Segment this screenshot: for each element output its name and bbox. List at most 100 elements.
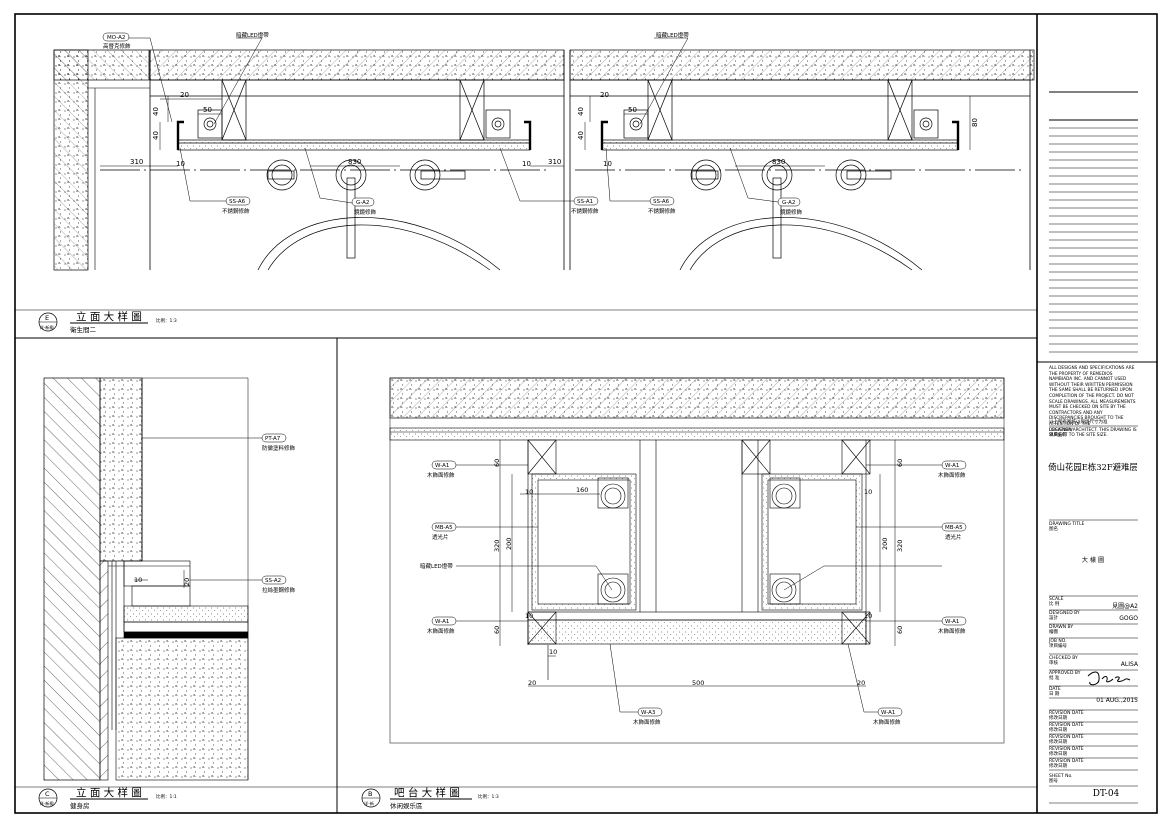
dim-830-left: 830 [348, 158, 361, 166]
dim-r-320-l: 320 [493, 540, 501, 552]
dim-r-10-e: 10 [549, 648, 557, 656]
dim-40-b: 40 [152, 131, 160, 140]
top-marker-letter: E [45, 314, 49, 322]
top-marker-sub: 详-新柳 [40, 324, 54, 331]
callout-w-a3-code: W-A3 [641, 710, 656, 716]
dim-r-20-a: 20 [528, 679, 536, 687]
dim-r-10-d: 10 [864, 612, 872, 620]
callout-w-a1-rt-text: 木飾面修飾 [938, 471, 966, 479]
top-view-title: 立 面 大 样 圖 [76, 310, 142, 323]
tb-date-label: DATE [1049, 687, 1061, 692]
left-marker-sub: 详-新柳 [40, 800, 54, 807]
dim-left-20: 20 [183, 578, 191, 586]
dim-830-right: 830 [772, 158, 785, 166]
tb-approved-label-cn: 批 准 [1049, 676, 1060, 681]
dim-r-160: 160 [576, 486, 588, 494]
right-marker-sub: 详-新 [364, 800, 374, 807]
tb-rev3-label: REVISION DATE [1049, 735, 1084, 740]
dim-r-60-a: 60 [493, 459, 501, 467]
dim-310-right: 310 [548, 158, 561, 166]
top-view-subtitle: 衛生間二 [70, 325, 97, 334]
dim-10-left: 10 [176, 160, 185, 168]
top-elevation-detail: 20 50 50 20 310 310 830 830 10 10 10 40 … [38, 31, 1035, 334]
dim-r-200-l: 200 [505, 538, 513, 550]
tb-designed-label-cn: 設計 [1049, 616, 1058, 621]
right-marker-letter: B [368, 790, 372, 798]
dim-left-10: 10 [134, 576, 142, 584]
callout-mb-a5-l-text: 透光片 [432, 533, 449, 541]
dim-r-200-r: 200 [881, 538, 889, 550]
callout-ss-a6-2-code: SS-A6 [653, 199, 670, 205]
tb-job-label-cn: 项目编号 [1049, 644, 1067, 649]
dim-20-top: 20 [180, 91, 189, 99]
tb-drawn-label: DRAWN BY [1049, 625, 1074, 630]
callout-ss-a6-1-text: 不銹鋼修飾 [222, 207, 250, 215]
tb-location-label: LOCATION [1049, 428, 1072, 433]
dim-40-d: 40 [577, 131, 585, 140]
callout-led-2: 暗藏LED燈帶 [656, 31, 689, 39]
left-view-subtitle: 健身房 [70, 801, 90, 810]
tb-drawing-title-label-cn: 图名 [1049, 527, 1058, 532]
callout-mo-a2-text: 高晉克修飾 [103, 42, 131, 50]
callout-w-a1-rt-code: W-A1 [945, 463, 959, 469]
right-view-title: 吧 台 大 样 圖 [394, 786, 460, 799]
tb-designed-value: GOGO [1119, 615, 1138, 622]
tb-rev5-label-cn: 修改日期 [1049, 764, 1067, 769]
dim-20-right: 20 [600, 91, 609, 99]
tb-scale-label-cn: 比 例 [1049, 602, 1060, 607]
callout-mb-a5-r-code: MB-A5 [945, 525, 963, 531]
tb-rev5-label: REVISION DATE [1049, 759, 1084, 764]
tb-designed-label: DESIGNED BY [1049, 611, 1080, 616]
dim-r-60-d: 60 [896, 626, 904, 634]
tb-rev1-label: REVISION DATE [1049, 711, 1084, 716]
callout-w-a1-lb-text: 木飾面修飾 [427, 627, 455, 635]
tb-checked-value: ALISA [1120, 661, 1138, 668]
tb-notes-label [1049, 124, 1089, 129]
sheet-border [14, 13, 1158, 814]
callout-w-a1-lb-code: W-A1 [435, 619, 449, 625]
dim-50-right: 50 [628, 106, 637, 114]
tb-notice: ALL DESIGNS AND SPECIFICATIONS ARE THE P… [1049, 366, 1137, 439]
tb-checked-label-cn: 审核 [1049, 661, 1058, 666]
dim-r-10-a: 10 [525, 488, 533, 496]
dim-10-mid: 10 [522, 160, 531, 168]
tb-sheet-label: SHEET No. [1049, 774, 1073, 779]
callout-g-a2-2-text: 鏡鏡修飾 [780, 208, 803, 216]
tb-approved-label: APPROVED BY [1049, 671, 1081, 676]
tb-drawing-title-label: DRAWING TITLE [1049, 522, 1085, 527]
dim-r-10-c: 10 [864, 488, 872, 496]
left-marker-letter: C [45, 790, 50, 798]
tb-rev4-label: REVISION DATE [1049, 747, 1084, 752]
tb-scale-label: SCALE [1049, 597, 1064, 602]
tb-rev2-label-cn: 修改日期 [1049, 728, 1067, 733]
dim-r-10-b: 10 [525, 612, 533, 620]
callout-mb-a5-l-code: MB-A5 [435, 525, 453, 531]
callout-w-a1-rb-text: 木飾面修飾 [938, 627, 966, 635]
dim-310-left: 310 [130, 158, 143, 166]
tb-project-name: 倚山花园E栋32F避难层 [1048, 462, 1138, 472]
callout-ss-a1-code: SS-A1 [577, 199, 593, 205]
tb-drawing-title: 大 樣 圖 [1081, 557, 1105, 564]
callout-mo-a2-code: MO-A2 [107, 35, 125, 41]
callout-ss-a2-code: SS-A2 [265, 578, 281, 584]
title-block-lines [1037, 91, 1157, 804]
bar-counter-detail: W-A1 木飾面修飾 MB-A5 透光片 暗藏LED燈帶 W-A1 木飾面修飾 … [361, 377, 1005, 810]
callout-w-a1-lt-code: W-A1 [435, 463, 449, 469]
callout-g-a2-1-code: G-A2 [356, 200, 369, 206]
callout-mb-a5-r-text: 透光片 [945, 533, 962, 541]
callout-w-a3-text: 木飾面修飾 [633, 718, 661, 726]
callout-w-a1-b-code: W-A1 [881, 710, 895, 716]
dim-r-500: 500 [692, 679, 704, 687]
callout-ss-a2-text: 拉絲墨鋼修飾 [262, 586, 296, 594]
tb-notice-cn: 以上所有图纸以现场尺寸为准 [1049, 420, 1108, 425]
callout-g-a2-2-code: G-A2 [782, 200, 795, 206]
callout-ss-a1-text: 不銹鋼修飾 [571, 207, 599, 215]
dim-10-right: 10 [603, 160, 612, 168]
tb-rev4-label-cn: 修改日期 [1049, 752, 1067, 757]
approval-signature [1087, 671, 1131, 686]
dim-40-c: 40 [577, 107, 585, 116]
dim-r-320-r: 320 [896, 540, 904, 552]
callout-w-a1-lt-text: 木飾面修飾 [427, 471, 455, 479]
tb-sheet-label-cn: 图号 [1049, 779, 1058, 784]
